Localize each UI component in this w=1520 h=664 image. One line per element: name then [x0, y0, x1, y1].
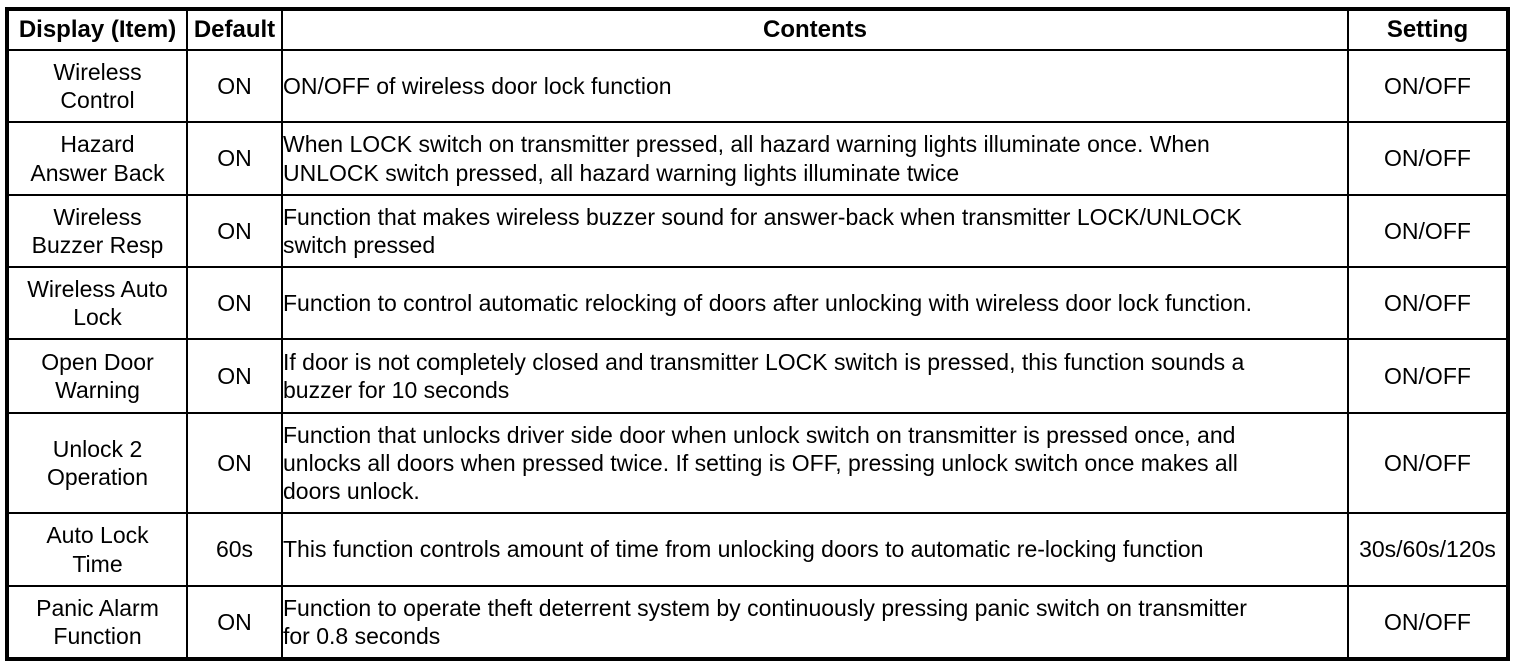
contents-line: This function controls amount of time fr… — [283, 536, 1204, 563]
column-header-contents: Contents — [281, 8, 1349, 51]
cell-display-item: Wireless Control — [6, 49, 188, 123]
table-row: Unlock 2 Operation ON Function that unlo… — [6, 412, 1509, 514]
cell-default-value: ON — [186, 338, 283, 414]
cell-default-value: ON — [186, 49, 283, 123]
cell-contents: If door is not completely closed and tra… — [281, 338, 1349, 414]
contents-line: UNLOCK switch pressed, all hazard warnin… — [283, 159, 960, 186]
cell-contents: When LOCK switch on transmitter pressed,… — [281, 121, 1349, 196]
cell-display-item: Panic Alarm Function — [6, 585, 188, 660]
item-line: Wireless — [53, 58, 142, 85]
cell-default-value: ON — [186, 266, 283, 340]
cell-default-value: 60s — [186, 512, 283, 587]
item-line: Control — [60, 87, 135, 113]
table-row: Open Door Warning ON If door is not comp… — [6, 338, 1509, 414]
table-row: Hazard Answer Back ON When LOCK switch o… — [6, 121, 1509, 196]
contents-line: doors unlock. — [283, 478, 420, 505]
cell-contents: Function to operate theft deterrent syst… — [281, 585, 1349, 660]
table-row: Wireless Buzzer Resp ON Function that ma… — [6, 194, 1509, 268]
item-line: Answer Back — [30, 159, 165, 186]
cell-setting-value: 30s/60s/120s — [1347, 512, 1509, 587]
cell-setting-value: ON/OFF — [1347, 194, 1509, 268]
cell-contents: This function controls amount of time fr… — [281, 512, 1349, 587]
contents-line: switch pressed — [283, 232, 436, 258]
contents-line: Function to control automatic relocking … — [283, 289, 1253, 316]
cell-display-item: Hazard Answer Back — [6, 121, 188, 196]
column-header-default: Default — [186, 8, 283, 51]
item-line: Warning — [55, 377, 140, 403]
table-row: Wireless Auto Lock ON Function to contro… — [6, 266, 1509, 340]
contents-line: ON/OFF of wireless door lock function — [283, 72, 672, 99]
cell-default-value: ON — [186, 194, 283, 268]
table-row: Wireless Control ON ON/OFF of wireless d… — [6, 49, 1509, 123]
cell-default-value: ON — [186, 585, 283, 660]
contents-line: If door is not completely closed and tra… — [283, 348, 1245, 375]
contents-line: Function that makes wireless buzzer soun… — [283, 203, 1242, 230]
cell-contents: Function to control automatic relocking … — [281, 266, 1349, 340]
cell-display-item: Open Door Warning — [6, 338, 188, 414]
item-line: Wireless — [53, 203, 142, 230]
cell-setting-value: ON/OFF — [1347, 121, 1509, 196]
cell-display-item: Auto Lock Time — [6, 512, 188, 587]
table-row: Panic Alarm Function ON Function to oper… — [6, 585, 1509, 660]
item-line: Wireless Auto — [27, 275, 168, 302]
cell-contents: Function that makes wireless buzzer soun… — [281, 194, 1349, 268]
contents-line: for 0.8 seconds — [283, 623, 441, 649]
item-line: Auto Lock — [46, 522, 149, 549]
table-body: Wireless Control ON ON/OFF of wireless d… — [6, 49, 1509, 660]
contents-line: unlocks all doors when pressed twice. If… — [283, 449, 1238, 476]
cell-setting-value: ON/OFF — [1347, 585, 1509, 660]
item-line: Panic Alarm — [36, 594, 159, 621]
cell-setting-value: ON/OFF — [1347, 49, 1509, 123]
contents-line: Function to operate theft deterrent syst… — [283, 594, 1247, 621]
table-header-row: Display (Item) Default Contents Setting — [6, 8, 1509, 51]
cell-contents: ON/OFF of wireless door lock function — [281, 49, 1349, 123]
cell-setting-value: ON/OFF — [1347, 412, 1509, 514]
column-header-setting: Setting — [1347, 8, 1509, 51]
cell-display-item: Wireless Buzzer Resp — [6, 194, 188, 268]
cell-default-value: ON — [186, 412, 283, 514]
contents-line: Function that unlocks driver side door w… — [283, 421, 1236, 448]
item-line: Hazard — [60, 131, 135, 158]
table-row: Auto Lock Time 60s This function control… — [6, 512, 1509, 587]
item-line: Time — [72, 550, 123, 577]
item-line: Function — [53, 623, 142, 649]
table-header: Display (Item) Default Contents Setting — [6, 8, 1509, 51]
item-line: Unlock 2 — [52, 435, 143, 462]
cell-default-value: ON — [186, 121, 283, 196]
contents-line: buzzer for 10 seconds — [283, 377, 510, 403]
cell-display-item: Wireless Auto Lock — [6, 266, 188, 340]
spec-table: Display (Item) Default Contents Setting … — [5, 7, 1510, 661]
contents-line: When LOCK switch on transmitter pressed,… — [283, 131, 1210, 158]
item-line: Operation — [46, 464, 148, 490]
item-line: Buzzer Resp — [31, 232, 164, 258]
cell-contents: Function that unlocks driver side door w… — [281, 412, 1349, 514]
column-header-display-item: Display (Item) — [6, 8, 188, 51]
cell-setting-value: ON/OFF — [1347, 338, 1509, 414]
cell-display-item: Unlock 2 Operation — [6, 412, 188, 514]
cell-setting-value: ON/OFF — [1347, 266, 1509, 340]
item-line: Lock — [73, 304, 122, 330]
item-line: Open Door — [41, 348, 154, 375]
